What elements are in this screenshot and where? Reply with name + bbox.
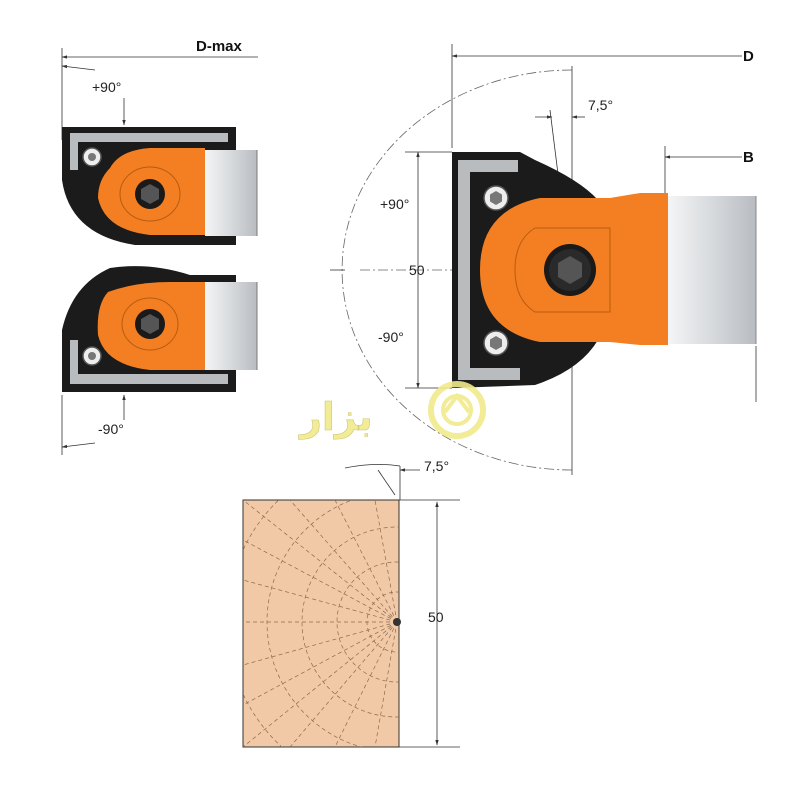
cutter-left-top: D-max +90° bbox=[61, 38, 258, 245]
hex-socket-screw-icon bbox=[558, 256, 582, 284]
label-d-max: D-max bbox=[196, 38, 243, 55]
label-angle-bottom: 7,5° bbox=[424, 458, 449, 474]
allen-bolt-icon bbox=[490, 336, 502, 350]
hex-socket-screw-icon bbox=[141, 184, 159, 204]
watermark-logo-icon: ﺑﺰار bbox=[298, 381, 486, 439]
cutter-main: D B 7,5° +90° 50 -90° bbox=[330, 44, 757, 475]
label-minus90-main: -90° bbox=[378, 329, 404, 345]
label-plus90-left: +90° bbox=[92, 79, 121, 95]
label-plus90-main: +90° bbox=[380, 196, 409, 212]
label-b: B bbox=[743, 149, 754, 166]
label-angle-top: 7,5° bbox=[588, 97, 613, 113]
svg-text:ﺑﺰار: ﺑﺰار bbox=[298, 395, 373, 439]
wood-profile: 7,5° 50 bbox=[242, 458, 460, 748]
label-fifty-wood: 50 bbox=[428, 609, 444, 625]
cutter-left-bottom: -90° bbox=[61, 266, 258, 455]
label-fifty-main: 50 bbox=[409, 262, 425, 278]
label-d: D bbox=[743, 48, 754, 65]
allen-bolt-icon bbox=[490, 191, 502, 205]
hex-socket-screw-icon bbox=[141, 314, 159, 334]
label-minus90-left: -90° bbox=[98, 421, 124, 437]
